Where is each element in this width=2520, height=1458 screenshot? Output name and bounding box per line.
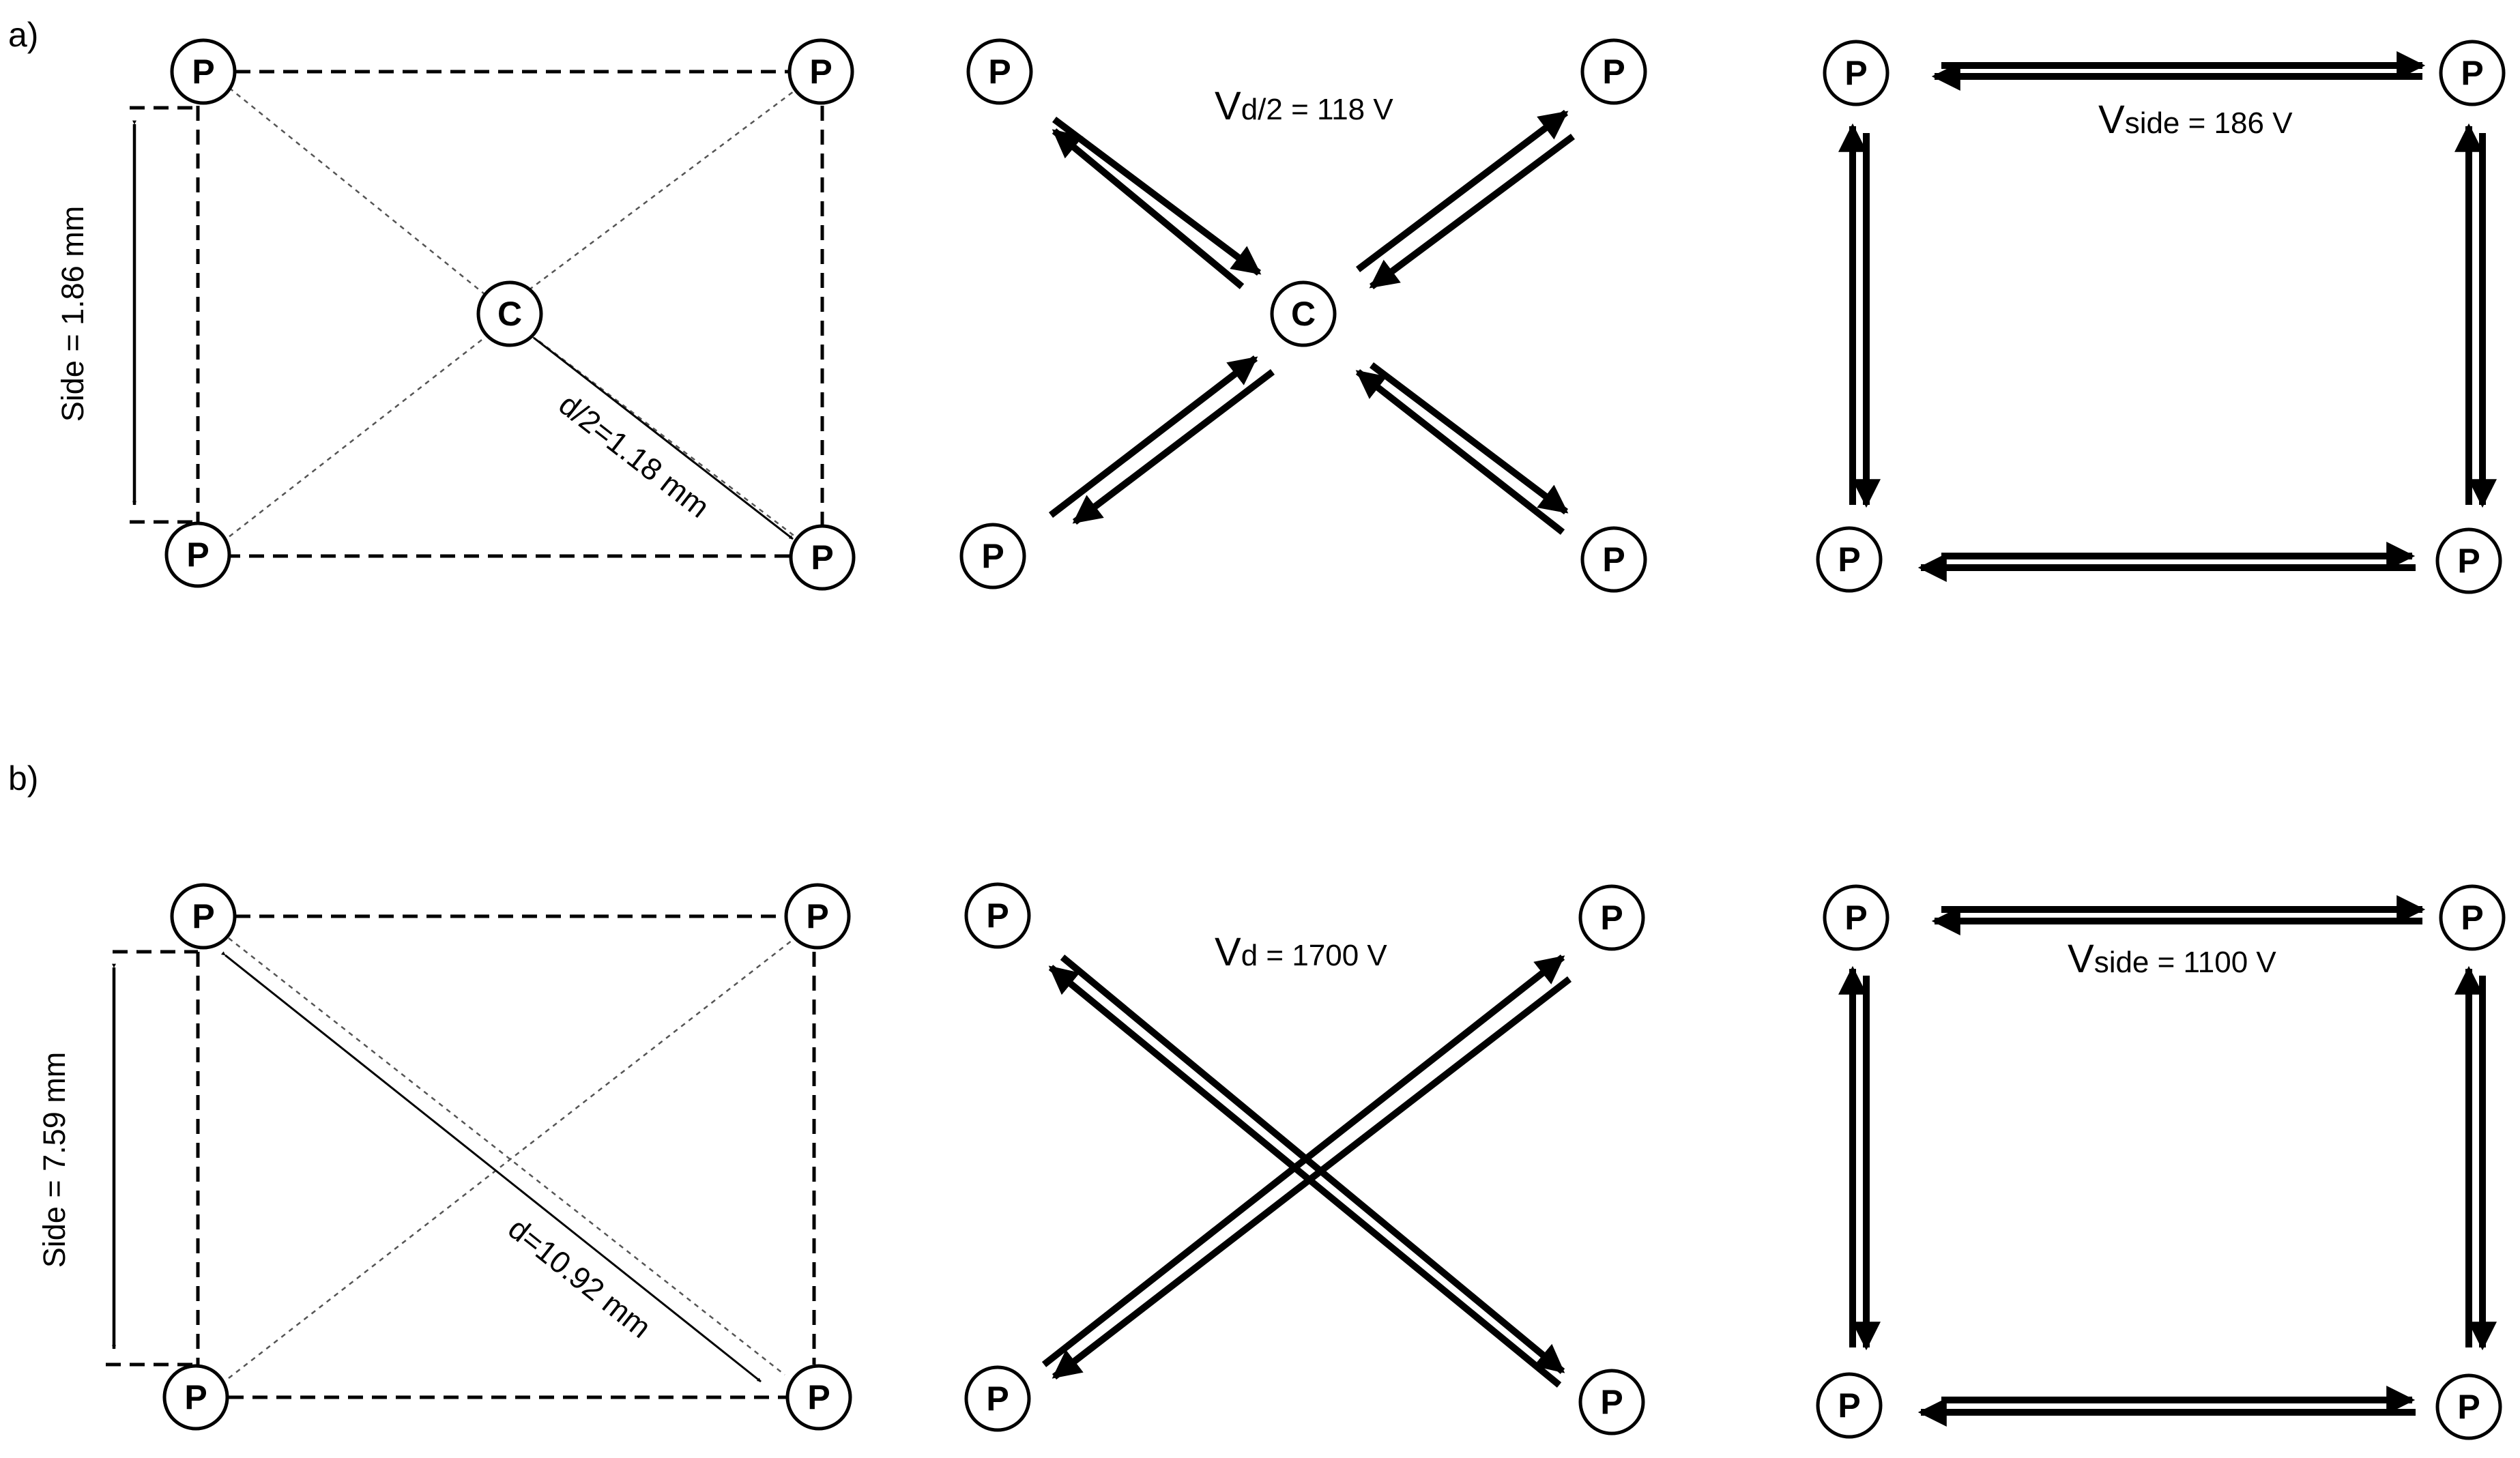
svg-text:P: P: [184, 1378, 207, 1416]
row-b-geometry: Side = 7.59 mm d=10.92 mm P P P P: [37, 883, 852, 1431]
svg-text:P: P: [1838, 1386, 1860, 1425]
voltage-label-a-diagonal: Vd/2 = 118 V: [1215, 84, 1393, 128]
svg-text:P: P: [809, 53, 832, 91]
pad-node: P: [964, 1365, 1031, 1432]
pad-node: P: [787, 38, 854, 105]
pad-node: P: [162, 1364, 229, 1431]
svg-text:P: P: [1844, 54, 1867, 92]
svg-text:C: C: [1291, 295, 1316, 333]
pad-node: P: [1816, 1372, 1883, 1439]
pad-node: P: [784, 883, 851, 950]
svg-text:P: P: [806, 897, 828, 935]
half-diagonal-label-a: d/2=1.18 mm: [553, 387, 716, 525]
pad-node: P: [2439, 40, 2506, 106]
pad-node: P: [1823, 884, 1889, 951]
row-a-side-voltage: Vside = 186 V P P P P: [1816, 40, 2506, 594]
pad-node: P: [2435, 527, 2502, 594]
svg-text:P: P: [1602, 53, 1625, 91]
svg-text:P: P: [986, 896, 1009, 935]
pad-node: P: [789, 524, 856, 591]
svg-text:P: P: [981, 537, 1004, 575]
svg-text:P: P: [988, 53, 1011, 91]
svg-text:P: P: [186, 536, 209, 574]
pad-node: P: [2435, 1373, 2502, 1440]
panel-label-a: a): [8, 16, 38, 54]
pad-node: P: [164, 521, 231, 588]
svg-text:P: P: [811, 538, 833, 577]
pad-node: P: [1823, 40, 1889, 106]
svg-text:P: P: [1600, 1383, 1623, 1421]
center-node: C: [1270, 280, 1337, 347]
pad-node: P: [1580, 38, 1647, 105]
row-a-diagonal-voltage: Vd/2 = 118 V P P P P C: [959, 38, 1647, 593]
center-node: C: [476, 280, 543, 347]
pad-node: P: [170, 38, 237, 105]
pad-node: P: [1578, 1369, 1645, 1435]
svg-text:P: P: [2461, 54, 2483, 92]
voltage-label-a-side: Vside = 186 V: [2098, 98, 2293, 142]
svg-text:P: P: [192, 53, 214, 91]
svg-text:P: P: [192, 897, 214, 935]
pad-node: P: [2439, 884, 2506, 951]
pad-node: P: [785, 1364, 852, 1431]
pad-node: P: [959, 523, 1026, 589]
panel-label-b: b): [8, 759, 38, 798]
pad-node: P: [170, 883, 237, 950]
svg-text:P: P: [1844, 899, 1867, 937]
diagonal-label-b: d=10.92 mm: [502, 1211, 657, 1345]
voltage-label-b-side: Vside = 1100 V: [2068, 937, 2276, 981]
row-b-side-voltage: Vside = 1100 V P P P P: [1816, 884, 2506, 1440]
svg-text:C: C: [497, 295, 522, 333]
voltage-label-b-diagonal: Vd = 1700 V: [1215, 930, 1387, 974]
svg-text:P: P: [986, 1380, 1009, 1418]
side-label-a: Side = 1.86 mm: [55, 206, 90, 422]
svg-text:P: P: [2457, 542, 2480, 580]
svg-text:P: P: [807, 1378, 830, 1416]
row-a-geometry: Side = 1.86 mm d/2=1.18 mm P P P P C: [55, 38, 856, 591]
pad-node: P: [1816, 526, 1883, 593]
svg-text:P: P: [1600, 899, 1623, 937]
pad-node: P: [1578, 884, 1645, 951]
svg-text:P: P: [2457, 1388, 2480, 1426]
pad-node: P: [1580, 526, 1647, 593]
svg-text:P: P: [2461, 899, 2483, 937]
pad-node: P: [964, 882, 1031, 949]
svg-text:P: P: [1602, 540, 1625, 579]
side-label-b: Side = 7.59 mm: [37, 1052, 72, 1268]
svg-text:P: P: [1838, 540, 1860, 579]
row-b-diagonal-voltage: Vd = 1700 V P P P P: [964, 882, 1645, 1435]
pad-node: P: [966, 38, 1033, 105]
